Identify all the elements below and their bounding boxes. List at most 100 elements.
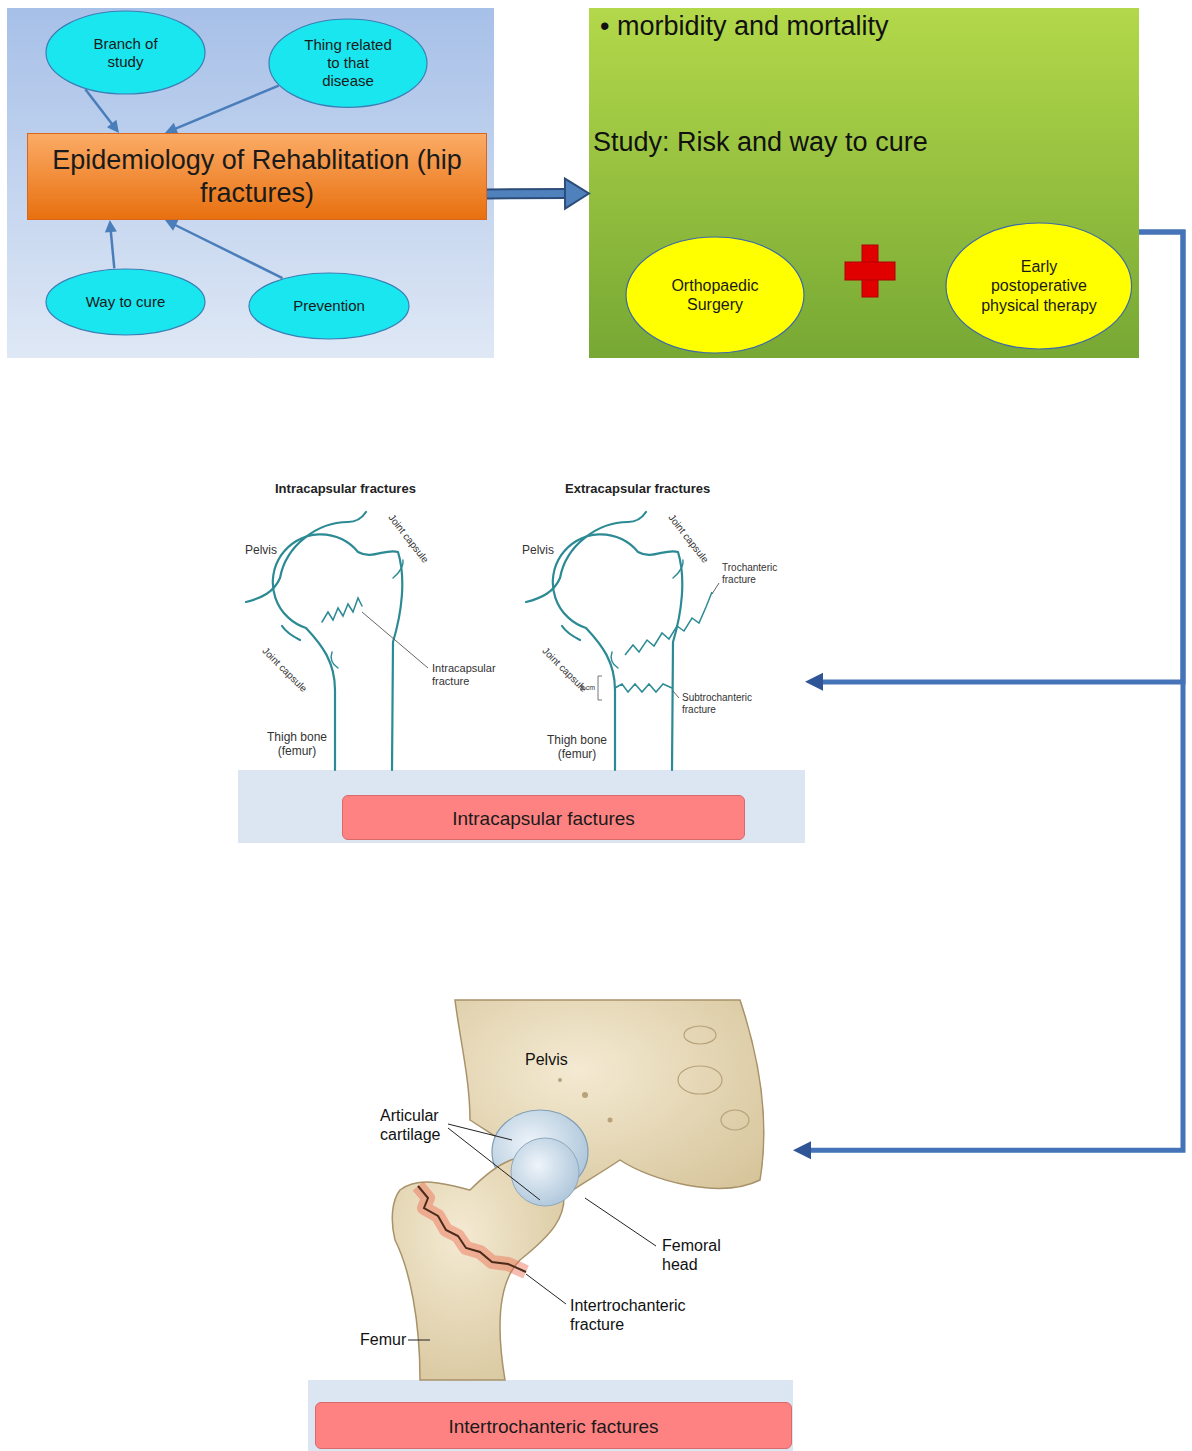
- method-ellipse: Early postoperative physical therapy: [945, 222, 1133, 350]
- part-label: Pelvis: [525, 1050, 568, 1069]
- part-label: Joint capsule: [666, 512, 711, 565]
- connector: [793, 232, 1183, 1159]
- topic-ellipse: Branch of study: [45, 10, 206, 95]
- leader-lines: [362, 583, 719, 698]
- bone-detail: [558, 1078, 562, 1082]
- node-text: Epidemiology of Rehablitation (hip fract…: [52, 144, 462, 209]
- bone-detail: [684, 1026, 716, 1044]
- blue-panel: [7, 8, 494, 358]
- method-ellipse: Orthopaedic Surgery: [625, 236, 805, 354]
- bone-detail: [582, 1092, 588, 1098]
- bone-detail: [608, 1118, 613, 1123]
- connector: [105, 220, 117, 268]
- femur-diagram: [246, 512, 403, 770]
- dimension-bracket: [598, 676, 602, 700]
- plus-bar: [845, 262, 895, 280]
- panel-text: • morbidity and mortality: [600, 10, 889, 42]
- plus-center: [863, 263, 877, 279]
- part-label: Joint capsule: [386, 512, 431, 565]
- leader-line: [362, 612, 428, 668]
- connector: [165, 86, 279, 134]
- connector-line: [111, 230, 115, 268]
- figure-panel: Intracapsular factures: [238, 470, 805, 843]
- fracture-glow: [418, 1186, 526, 1272]
- connector: [85, 89, 119, 133]
- connector: [487, 179, 589, 209]
- capsule-mark: [611, 652, 618, 668]
- part-label: Intracapsular fractures: [275, 481, 416, 497]
- topic-ellipse: Thing related to that disease: [268, 18, 428, 108]
- node-text: Way to cure: [86, 293, 165, 311]
- node-text: Thing related to that disease: [300, 36, 397, 90]
- arrowhead: [793, 1141, 811, 1159]
- part-label: Extracapsular fractures: [565, 481, 710, 497]
- pelvis-outline: [246, 512, 366, 602]
- fracture-line: [322, 598, 362, 622]
- connector-line: [174, 86, 278, 130]
- caption-band: [308, 1380, 793, 1451]
- part-label: Thigh bone (femur): [542, 733, 612, 762]
- panel-text: Study: Risk and way to cure: [593, 126, 928, 158]
- part-label: Trochanteric fracture: [722, 562, 792, 586]
- capsule-mark: [673, 560, 683, 578]
- ellipse-shape: [626, 237, 804, 353]
- content-panel: • morbidity and mortalityStudy: Risk and…: [589, 8, 1139, 358]
- part-label: Joint capsule: [260, 645, 310, 695]
- leader-line: [408, 1340, 430, 1341]
- capsule-mark: [393, 560, 403, 578]
- leader-line: [448, 1128, 540, 1200]
- connector-line: [808, 232, 1183, 1150]
- part-label: Intracapsular fracture: [432, 662, 502, 688]
- leader-line: [526, 1274, 566, 1304]
- fracture-lines: [598, 592, 712, 700]
- connector: [165, 220, 283, 278]
- capsule-mark: [331, 652, 338, 668]
- node-text: Early postoperative physical therapy: [973, 257, 1105, 315]
- part-label: Pelvis: [522, 543, 554, 557]
- arrowhead: [107, 120, 119, 133]
- ellipse-shape: [269, 19, 427, 107]
- leader-line: [585, 1198, 656, 1246]
- node-text: Orthopaedic Surgery: [660, 276, 770, 314]
- green-panel: [589, 8, 1139, 358]
- ellipse-shape: [46, 269, 205, 335]
- ellipse-shape: [46, 11, 205, 94]
- part-label: Femur: [360, 1330, 406, 1349]
- pelvis-outline: [282, 626, 300, 640]
- title-box: Epidemiology of Rehablitation (hip fract…: [27, 133, 487, 220]
- fracture-line: [418, 1186, 526, 1272]
- caption-band: [238, 770, 805, 843]
- arrowhead: [805, 673, 823, 691]
- plus-bar: [862, 245, 878, 297]
- part-label: Thigh bone (femur): [262, 730, 332, 759]
- connector-outline: [487, 188, 569, 199]
- caption-button: Intracapsular factures: [342, 795, 745, 840]
- node-text: Branch of study: [81, 35, 171, 71]
- leader-line: [673, 691, 679, 698]
- arrowhead: [165, 220, 178, 231]
- part-label: Pelvis: [245, 543, 277, 557]
- connector-line: [174, 225, 282, 279]
- fracture-line: [615, 684, 672, 692]
- arrowhead: [105, 220, 117, 233]
- connector-line: [487, 190, 569, 197]
- hip-illustration: [392, 1000, 764, 1380]
- part-label: Subtrochanteric fracture: [682, 692, 772, 716]
- part-label: 5 cm: [580, 684, 595, 692]
- topic-ellipse: Way to cure: [45, 268, 206, 336]
- arrowhead: [565, 179, 589, 209]
- ellipse-shape: [249, 273, 409, 339]
- part-label: Articular cartilage: [380, 1106, 470, 1144]
- node-text: Prevention: [293, 297, 365, 315]
- bone-detail: [678, 1066, 722, 1094]
- part-label: Intertrochanteric fracture: [570, 1296, 710, 1334]
- fracture-line: [625, 592, 712, 655]
- leader-line: [448, 1124, 512, 1140]
- ellipse-outline: [625, 236, 805, 354]
- plus-sign: [845, 245, 895, 297]
- ellipse-shape: [946, 223, 1132, 349]
- leader-line: [712, 583, 719, 594]
- caption-button: Intertrochanteric factures: [315, 1402, 792, 1449]
